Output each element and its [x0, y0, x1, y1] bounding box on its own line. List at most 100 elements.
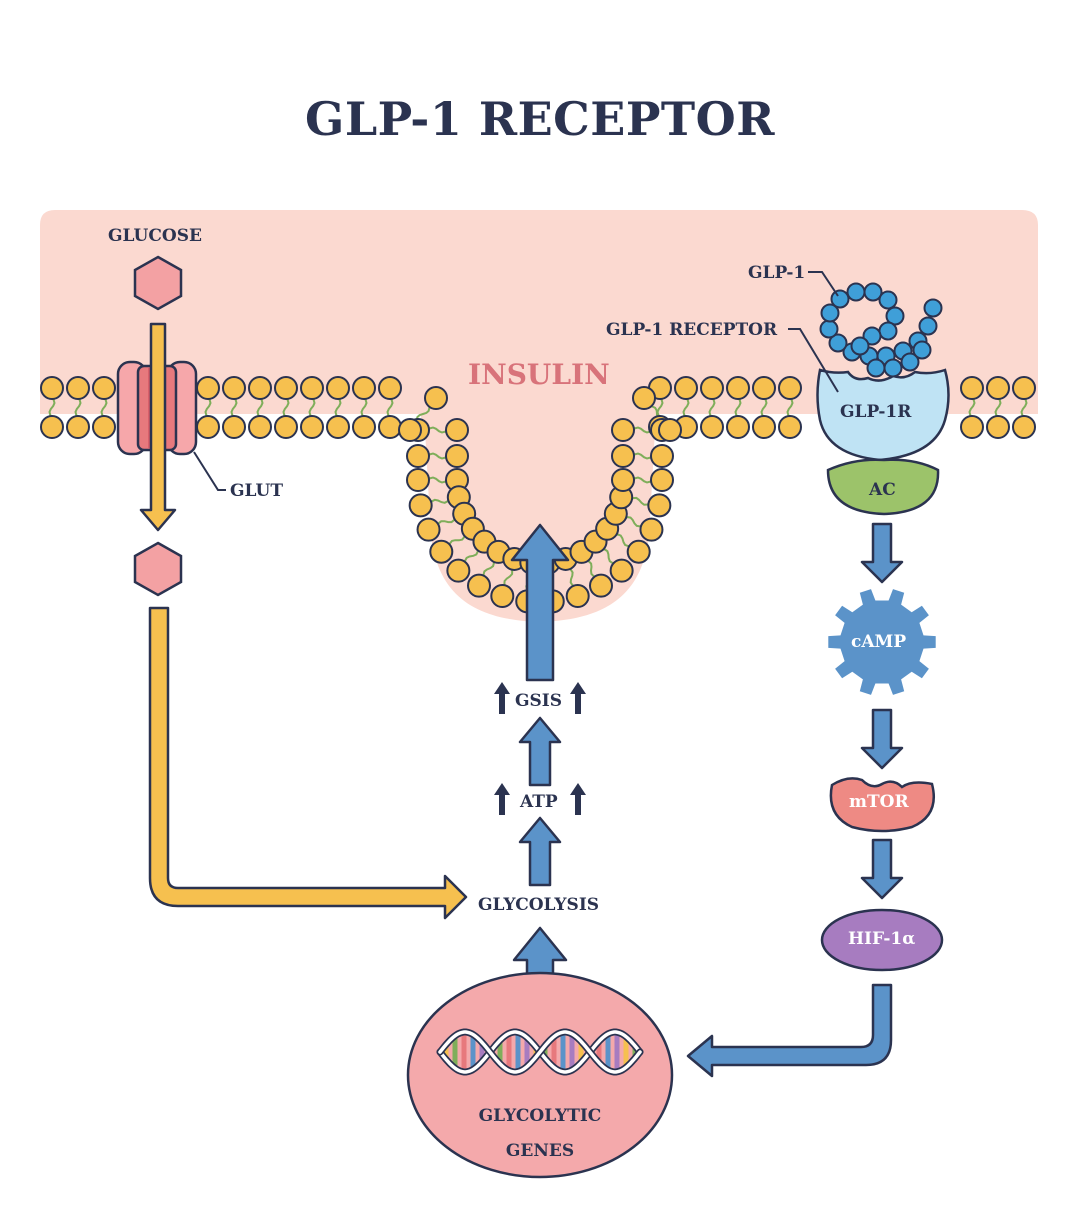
glp1-leader-line: [808, 271, 839, 297]
glp1-receptor-label: GLP-1 RECEPTOR: [606, 320, 778, 340]
peptide-bead: [885, 306, 905, 326]
glp1-peptide-chain: [819, 282, 943, 378]
lipid-head: [445, 418, 469, 442]
lipid-head: [352, 376, 376, 400]
lipid-head: [40, 415, 64, 439]
lipid-head: [40, 376, 64, 400]
mtor-label: mTOR: [849, 792, 909, 812]
lipid-head: [726, 376, 750, 400]
lipid-head: [960, 415, 984, 439]
lipid-head: [92, 415, 116, 439]
peptide-bead: [830, 289, 850, 309]
glucose-transport-arrow: [139, 322, 177, 532]
lipid-head: [446, 558, 471, 583]
arrow-mtor-to-hif: [860, 838, 904, 900]
lipid-head: [408, 493, 433, 518]
lipid-head: [406, 444, 430, 468]
lipid-head: [650, 468, 674, 492]
lipid-head: [611, 468, 635, 492]
lipid-head: [92, 376, 116, 400]
lipid-head: [752, 415, 776, 439]
peptide-bead: [918, 316, 938, 336]
peptide-bead: [862, 326, 882, 346]
lipid-head: [222, 376, 246, 400]
peptide-bead: [923, 298, 943, 318]
lipid-head: [274, 376, 298, 400]
lipid-head: [986, 415, 1010, 439]
lipid-head: [406, 468, 430, 492]
hif-label: HIF-1α: [848, 929, 916, 949]
nucleus: [406, 971, 674, 1179]
lipid-head: [1012, 415, 1036, 439]
glut-label: GLUT: [230, 481, 284, 501]
lipid-head: [326, 415, 350, 439]
lipid-head: [609, 558, 634, 583]
arrow-atp-to-gsis: [518, 716, 562, 787]
glucose-hexagon: [133, 255, 183, 311]
arrow-glycolysis-to-atp: [518, 816, 562, 887]
lipid-head: [416, 517, 441, 542]
lipid-head: [778, 415, 802, 439]
adenylyl-cyclase: [826, 458, 940, 516]
lipid-head: [960, 376, 984, 400]
lipid-head: [274, 415, 298, 439]
lipid-head: [778, 376, 802, 400]
camp-label: cAMP: [851, 632, 907, 652]
arrow-hif-to-genes: [686, 983, 893, 1078]
dna-strand: [438, 1030, 642, 1074]
arrow-camp-to-mtor: [860, 708, 904, 770]
lipid-head: [589, 573, 613, 598]
peptide-bead: [878, 321, 898, 341]
lipid-head: [490, 584, 515, 609]
glp1r-label: GLP-1R: [840, 402, 912, 422]
page-title: GLP-1 RECEPTOR: [305, 92, 775, 146]
lipid-head: [424, 386, 448, 410]
lipid-head: [352, 415, 376, 439]
increase-indicators: [494, 682, 586, 815]
atp-label: ATP: [520, 792, 558, 812]
lipid-head: [611, 418, 635, 442]
lipid-head: [611, 444, 635, 468]
lipid-head: [378, 415, 402, 439]
lipid-head: [378, 376, 402, 400]
peptide-bead: [866, 358, 886, 378]
lipid-head: [222, 415, 246, 439]
hif1a-protein: [820, 908, 944, 972]
lipid-head: [674, 376, 698, 400]
glut-leader-line: [193, 451, 226, 491]
lipid-head: [639, 517, 664, 542]
peptide-bead: [878, 290, 898, 310]
lipid-head: [196, 376, 220, 400]
peptide-bead: [828, 333, 848, 353]
lipid-head: [650, 444, 674, 468]
insulin-label: INSULIN: [468, 358, 610, 391]
lipid-head: [752, 376, 776, 400]
glycolytic-genes-label-line2: GENES: [505, 1141, 575, 1161]
peptide-bead: [820, 303, 840, 323]
lipid-head: [445, 444, 469, 468]
lipid-head: [986, 376, 1010, 400]
glp1-receptor: [816, 368, 950, 462]
arrow-ac-to-camp: [860, 522, 904, 584]
peptide-bead: [850, 336, 870, 356]
peptide-bead: [819, 319, 839, 339]
lipid-head: [66, 415, 90, 439]
peptide-bead: [846, 282, 866, 302]
glp1-receptor-leader-line: [788, 328, 839, 393]
lipid-head: [658, 418, 682, 442]
glucose-label: GLUCOSE: [108, 226, 202, 246]
lipid-head: [196, 415, 220, 439]
peptide-bead: [900, 352, 920, 372]
lipid-head: [726, 415, 750, 439]
ac-label: AC: [869, 480, 896, 500]
extracellular-region: [40, 210, 1038, 622]
lipid-head: [429, 539, 454, 564]
lipid-head: [398, 418, 422, 442]
peptide-bead: [863, 282, 883, 302]
insulin-secretion-arrow: [510, 523, 570, 682]
gear-icon: [828, 589, 936, 695]
glucose-to-glycolysis-arrow: [148, 606, 468, 920]
peptide-bead: [883, 358, 903, 378]
